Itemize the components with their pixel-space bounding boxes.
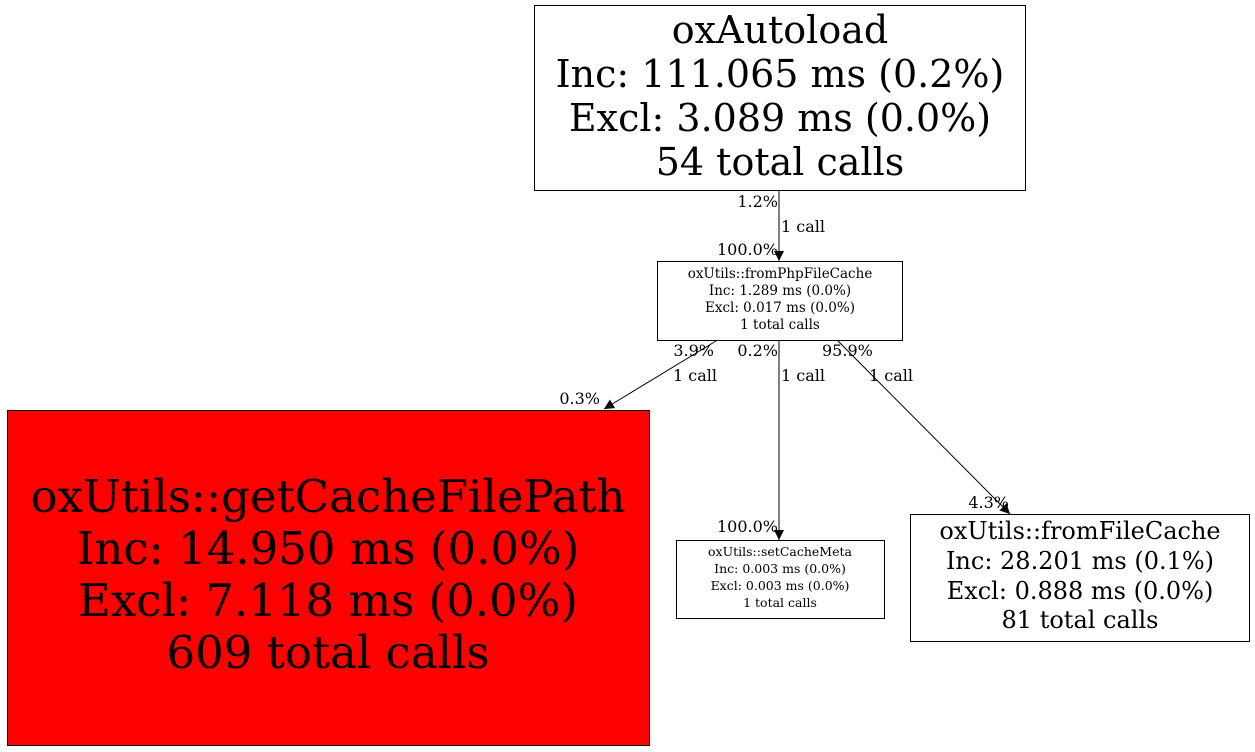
edge-call-label: 1 call <box>781 217 825 236</box>
node-oxautoload[interactable]: oxAutoload Inc: 111.065 ms (0.2%) Excl: … <box>534 5 1026 191</box>
node-inc: Inc: 14.950 ms (0.0%) <box>77 522 580 575</box>
node-setcachemeta[interactable]: oxUtils::setCacheMeta Inc: 0.003 ms (0.0… <box>676 540 885 619</box>
edge-autoload-to-fromphpfilecache: 1.2% 1 call 100.0% <box>717 191 825 261</box>
node-calls: 1 total calls <box>743 595 817 610</box>
node-excl: Excl: 0.017 ms (0.0%) <box>705 300 855 316</box>
edge-tail-label: 3.9% <box>673 341 714 360</box>
node-calls: 54 total calls <box>656 140 904 184</box>
edge-head-label: 4.3% <box>968 493 1009 512</box>
node-calls: 609 total calls <box>167 626 490 679</box>
edge-tail-label: 0.2% <box>737 341 778 360</box>
edge-fromphpfilecache-to-fromfilecache: 95.9% 1 call 4.3% <box>822 340 1011 515</box>
node-fromfilecache[interactable]: oxUtils::fromFileCache Inc: 28.201 ms (0… <box>910 514 1250 642</box>
node-excl: Excl: 0.003 ms (0.0%) <box>711 578 850 593</box>
edge-head-label: 0.3% <box>559 389 600 408</box>
node-excl: Excl: 0.888 ms (0.0%) <box>947 577 1214 605</box>
node-inc: Inc: 1.289 ms (0.0%) <box>709 283 851 299</box>
node-excl: Excl: 7.118 ms (0.0%) <box>78 574 578 627</box>
node-name: oxUtils::fromPhpFileCache <box>688 266 873 282</box>
node-name: oxUtils::fromFileCache <box>939 517 1220 545</box>
node-fromphpfilecache[interactable]: oxUtils::fromPhpFileCache Inc: 1.289 ms … <box>657 261 903 341</box>
edge-head-label: 100.0% <box>717 517 778 536</box>
node-excl: Excl: 3.089 ms (0.0%) <box>569 96 991 140</box>
node-calls: 81 total calls <box>1002 606 1159 634</box>
node-getcachefilepath[interactable]: oxUtils::getCacheFilePath Inc: 14.950 ms… <box>7 410 650 746</box>
edge-tail-label: 1.2% <box>737 192 778 211</box>
node-calls: 1 total calls <box>740 317 820 333</box>
node-inc: Inc: 0.003 ms (0.0%) <box>714 561 846 576</box>
node-name: oxUtils::getCacheFilePath <box>30 470 625 523</box>
edge-call-label: 1 call <box>673 366 717 385</box>
edge-fromphpfilecache-to-getcachefilepath: 3.9% 1 call 0.3% <box>559 340 717 410</box>
edge-call-label: 1 call <box>781 366 825 385</box>
node-inc: Inc: 111.065 ms (0.2%) <box>556 52 1005 96</box>
edge-tail-label: 95.9% <box>822 341 873 360</box>
edge-call-label: 1 call <box>869 366 913 385</box>
edge-head-label: 100.0% <box>717 240 778 259</box>
node-inc: Inc: 28.201 ms (0.1%) <box>946 547 1214 575</box>
node-name: oxUtils::setCacheMeta <box>708 544 852 559</box>
edge-fromphpfilecache-to-setcachemeta: 0.2% 1 call 100.0% <box>717 341 825 540</box>
node-name: oxAutoload <box>672 8 888 52</box>
